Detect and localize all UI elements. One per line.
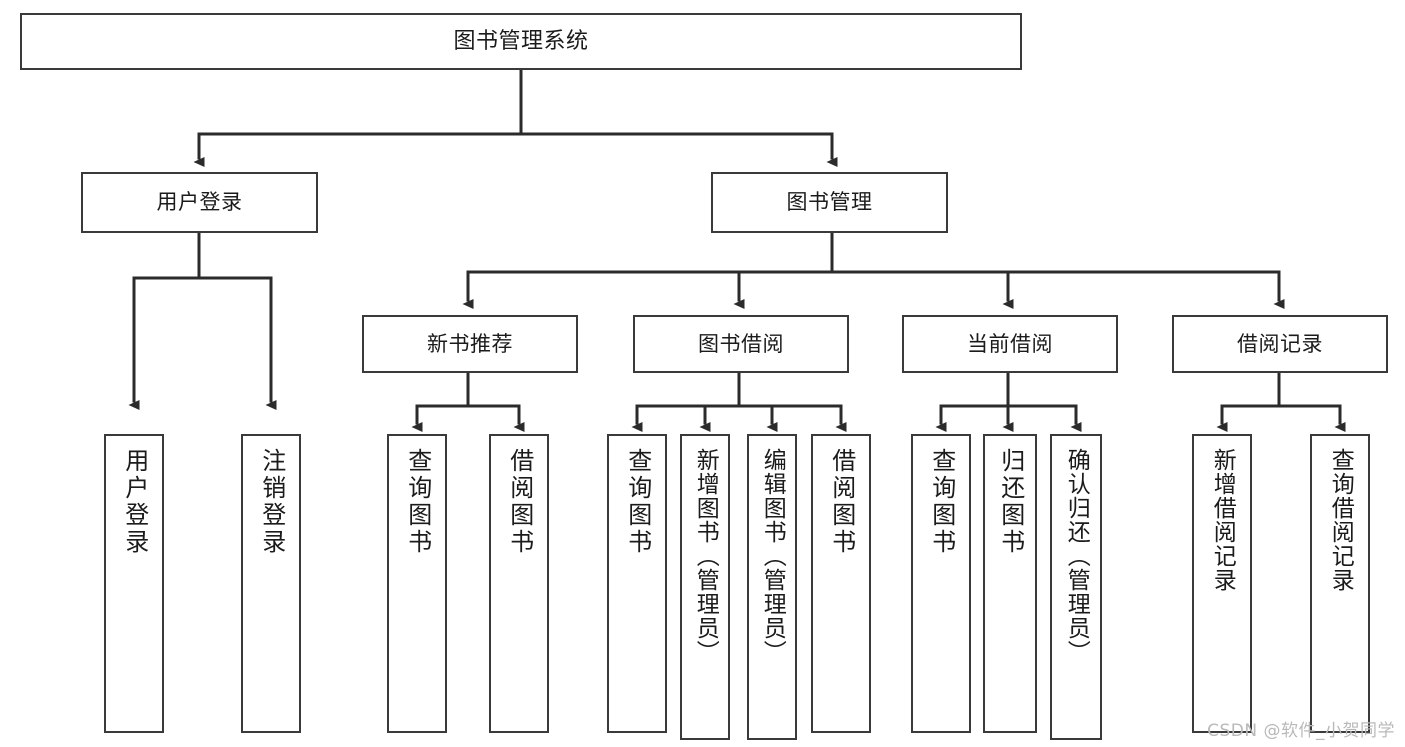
node-label: 查询图书 xyxy=(403,448,432,556)
node-label: 注销登录 xyxy=(257,448,286,556)
node-label: 查询图书 xyxy=(927,448,956,556)
node-label: 新增借阅记录 xyxy=(1209,448,1236,592)
node-label: 归还图书 xyxy=(996,448,1025,556)
leaf-borrow-book[interactable]: 借阅图书 xyxy=(811,434,871,733)
node-label: 确认归还（管理员） xyxy=(1063,448,1090,664)
node-label: 查询借阅记录 xyxy=(1327,448,1354,592)
leaf-query-borrow-record[interactable]: 查询借阅记录 xyxy=(1310,434,1370,733)
node-book-borrow[interactable]: 图书借阅 xyxy=(633,315,849,373)
leaf-borrow-book-recommend[interactable]: 借阅图书 xyxy=(489,434,549,733)
node-user-login[interactable]: 用户登录 xyxy=(81,172,318,233)
leaf-query-book-borrow[interactable]: 查询图书 xyxy=(607,434,667,733)
node-label: 用户登录 xyxy=(120,448,149,556)
node-label: 图书管理系统 xyxy=(453,28,589,54)
node-label: 编辑图书（管理员） xyxy=(759,448,786,664)
leaf-query-book-current[interactable]: 查询图书 xyxy=(911,434,971,733)
node-current-borrow[interactable]: 当前借阅 xyxy=(902,315,1118,373)
node-label: 当前借阅 xyxy=(967,331,1053,356)
node-label: 图书借阅 xyxy=(698,331,784,356)
csdn-watermark: CSDN @软件_小贺同学 xyxy=(1207,721,1395,741)
leaf-query-book-recommend[interactable]: 查询图书 xyxy=(387,434,447,733)
node-label: 查询图书 xyxy=(623,448,652,556)
node-label: 借阅记录 xyxy=(1237,331,1323,356)
leaf-confirm-return-admin[interactable]: 确认归还（管理员） xyxy=(1050,434,1102,740)
node-label: 借阅图书 xyxy=(505,448,534,556)
node-label: 新增图书（管理员） xyxy=(692,448,719,664)
node-label: 借阅图书 xyxy=(827,448,856,556)
leaf-return-book[interactable]: 归还图书 xyxy=(983,434,1037,733)
node-borrow-record[interactable]: 借阅记录 xyxy=(1172,315,1388,373)
leaf-edit-book-admin[interactable]: 编辑图书（管理员） xyxy=(747,434,797,740)
leaf-user-login[interactable]: 用户登录 xyxy=(104,434,164,733)
node-book-management[interactable]: 图书管理 xyxy=(711,172,948,233)
node-root-book-management-system[interactable]: 图书管理系统 xyxy=(20,13,1022,70)
leaf-logout[interactable]: 注销登录 xyxy=(241,434,301,733)
node-label: 用户登录 xyxy=(156,190,243,215)
node-label: 图书管理 xyxy=(786,190,873,215)
leaf-add-borrow-record[interactable]: 新增借阅记录 xyxy=(1192,434,1252,733)
leaf-add-book-admin[interactable]: 新增图书（管理员） xyxy=(680,434,730,740)
node-new-book-recommend[interactable]: 新书推荐 xyxy=(362,315,578,373)
node-label: 新书推荐 xyxy=(427,331,513,356)
